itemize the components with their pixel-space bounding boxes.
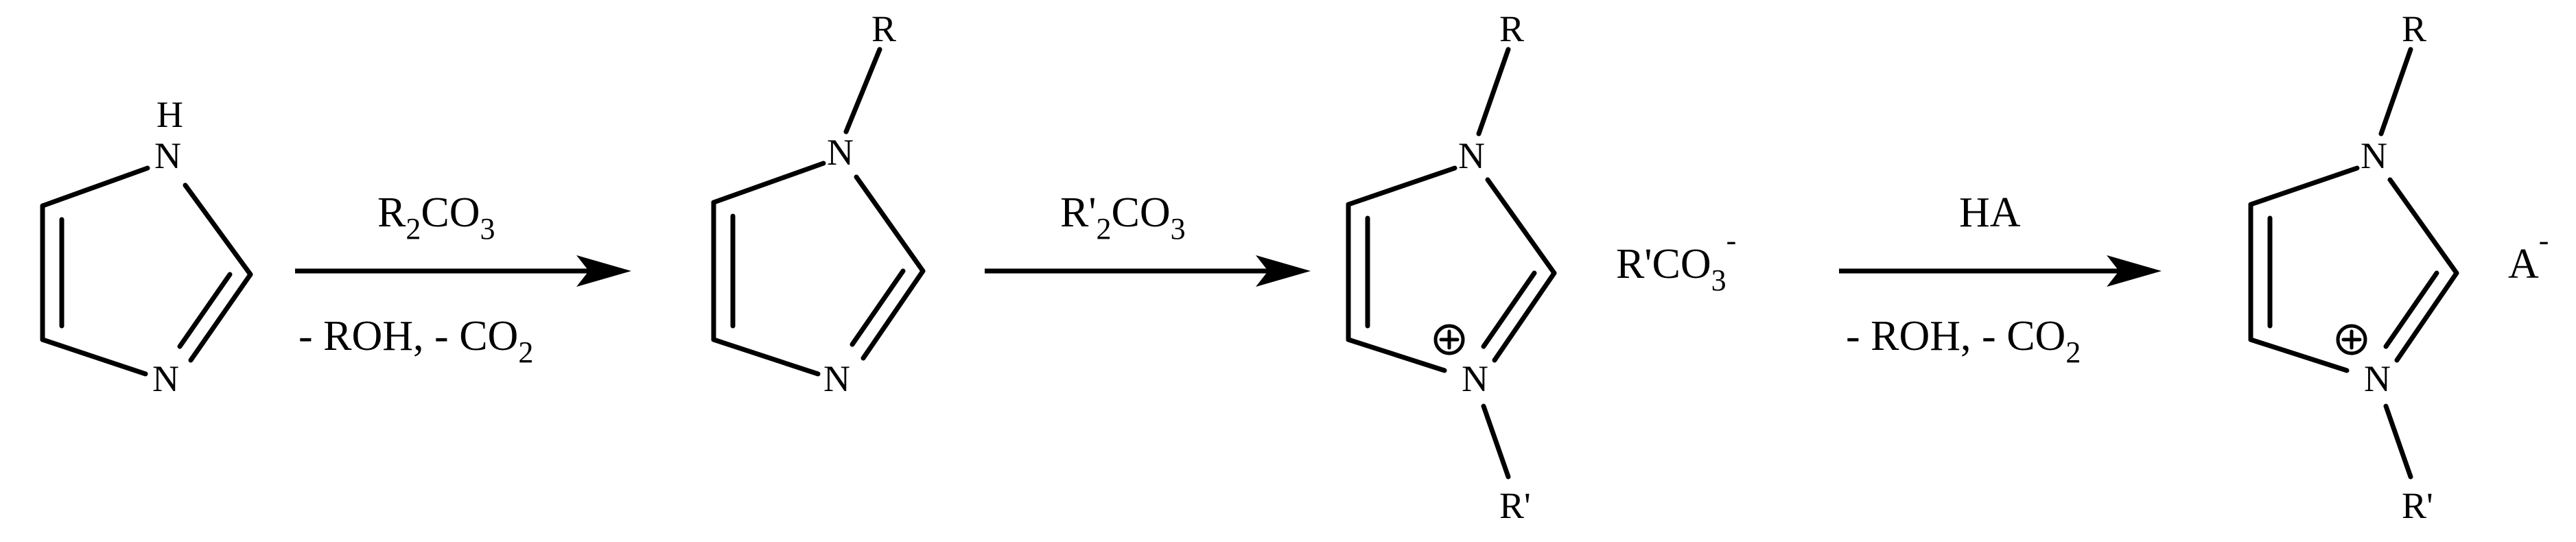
positive-charge-icon (2336, 324, 2367, 355)
bond (40, 337, 148, 377)
bond (188, 272, 253, 363)
atom-label-r: R (871, 8, 896, 49)
imidazolium-salt-molecule: N N R R' A- (2248, 8, 2549, 526)
bond (860, 268, 926, 361)
bond (1476, 47, 1511, 137)
bond (850, 268, 906, 347)
atom-label-r: R (1499, 8, 1524, 49)
atom-label-r-prime: R' (1499, 485, 1531, 526)
bond (2378, 47, 2413, 137)
reagent-label-above: R2CO3 (377, 189, 495, 246)
reagent-label-below: - ROH, - CO2 (298, 313, 533, 369)
n-alkyl-imidazole-molecule: N N R (711, 8, 926, 399)
bond (711, 337, 821, 377)
bond (1492, 270, 1557, 363)
bond (1485, 177, 1557, 276)
anion-counterion: A- (2508, 224, 2549, 287)
bond (1346, 165, 1457, 207)
atom-label-n: N (1462, 358, 1488, 399)
bond (2383, 403, 2413, 480)
bond (183, 182, 253, 277)
atom-label-r-prime: R' (2402, 485, 2433, 526)
atom-label-n: N (154, 135, 181, 176)
bond (2394, 270, 2459, 363)
atom-label-n: N (152, 358, 179, 399)
atom-label-n: N (2364, 358, 2391, 399)
reaction-arrow-3: HA - ROH, - CO2 (1839, 189, 2162, 369)
bond (177, 272, 233, 349)
bond (2383, 270, 2439, 349)
atom-label-n: N (2361, 135, 2387, 176)
bond (854, 174, 926, 274)
bond (1346, 337, 1447, 373)
bond (711, 161, 826, 205)
bond (2248, 165, 2360, 207)
bond (2248, 337, 2350, 373)
reagent-label-above: HA (1959, 189, 2021, 236)
atom-label-n: N (823, 358, 850, 399)
reagent-label-below: - ROH, - CO2 (1846, 313, 2081, 369)
atom-label-h: H (156, 94, 183, 135)
carbonate-counterion: R'CO3- (1616, 224, 1736, 297)
imidazole-molecule: N H N (40, 94, 253, 399)
bond (2387, 177, 2459, 276)
reaction-arrow-1: R2CO3 - ROH, - CO2 (295, 189, 631, 369)
atom-label-n: N (827, 132, 854, 173)
bond (1481, 270, 1537, 349)
bond (40, 165, 150, 209)
bond (1481, 403, 1511, 480)
imidazolium-cation-molecule: N N R R' R'CO3- (1346, 8, 1736, 526)
bond (843, 47, 882, 134)
atom-label-r: R (2402, 8, 2426, 49)
atom-label-n: N (1458, 135, 1485, 176)
reaction-arrow-2: R'2CO3 (985, 189, 1311, 287)
positive-charge-icon (1433, 324, 1465, 355)
reagent-label-above: R'2CO3 (1060, 189, 1186, 246)
